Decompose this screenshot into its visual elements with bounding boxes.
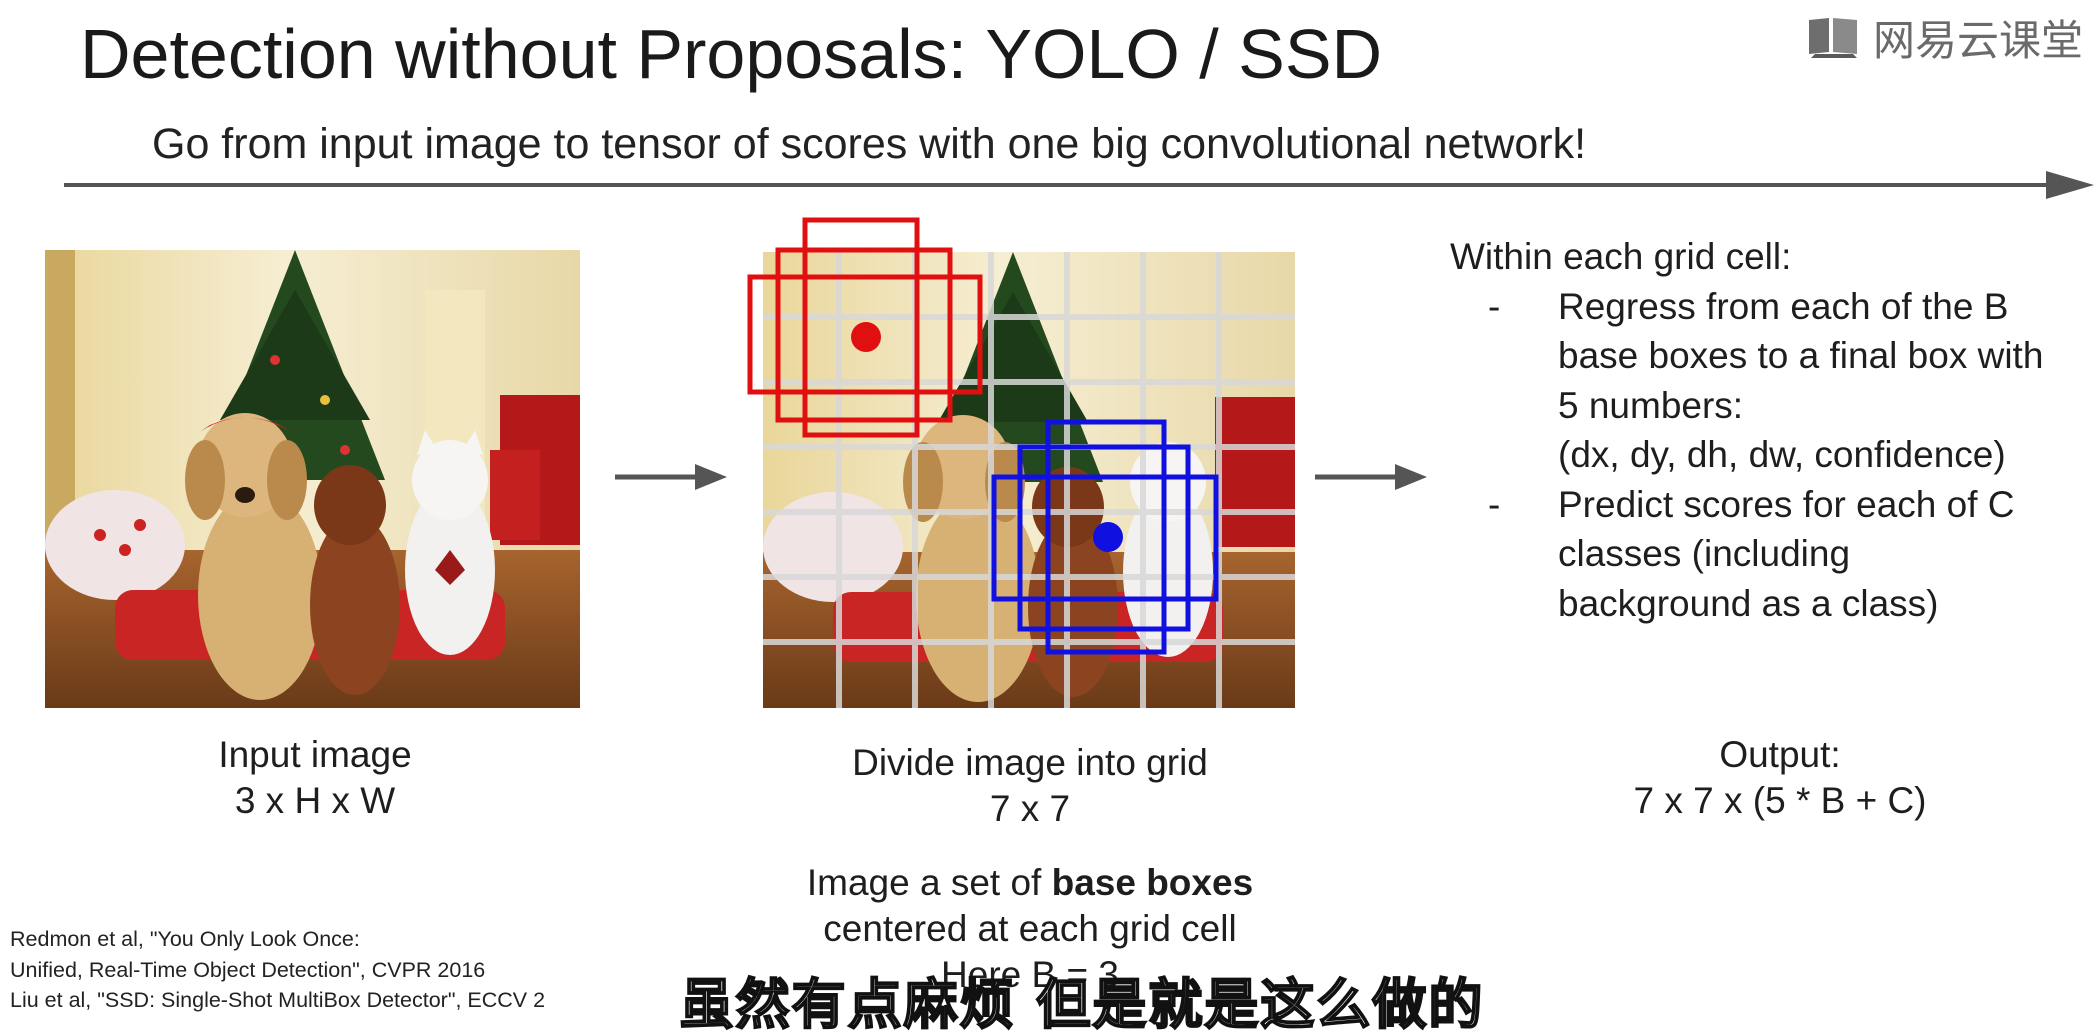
references: Redmon et al, "You Only Look Once: Unifi… xyxy=(10,924,545,1016)
input-image-photo xyxy=(45,250,580,708)
bullet-dash: - xyxy=(1488,285,1501,327)
base-caption-bold: base boxes xyxy=(1051,862,1254,903)
grid-cell-description: Within each grid cell: - Regress from ea… xyxy=(1450,232,2043,628)
base-boxes-overlay xyxy=(747,217,1219,655)
slide-title: Detection without Proposals: YOLO / SSD xyxy=(80,15,1383,93)
watermark-text: 网易云课堂 xyxy=(1873,16,2084,64)
slide-subtitle: Go from input image to tensor of scores … xyxy=(152,120,1587,168)
blue-base-boxes xyxy=(1045,419,1167,655)
output-formula: 7 x 7 x (5 * B + C) xyxy=(1633,780,1927,821)
grid-caption-line1: Divide image into grid xyxy=(852,742,1208,783)
red-cell-center xyxy=(851,322,881,352)
output-caption: Output: 7 x 7 x (5 * B + C) xyxy=(1570,732,1990,824)
dogs-and-cat-scene-gridded xyxy=(763,252,1295,708)
watermark-logo: 网易云课堂 xyxy=(1805,12,2083,64)
bullet2-line3: background as a class) xyxy=(1558,582,1939,624)
grid-caption-line2: 7 x 7 xyxy=(989,788,1071,829)
bullet-regress: - Regress from each of the B base boxes … xyxy=(1450,282,2043,480)
reference-line: Liu et al, "SSD: Single-Shot MultiBox De… xyxy=(10,988,546,1012)
base-caption-line2: centered at each grid cell xyxy=(823,908,1237,949)
arrow-to-output xyxy=(1315,464,1427,490)
output-label: Output: xyxy=(1719,734,1841,775)
dogs-and-cat-scene xyxy=(45,250,580,708)
grid-image-photo xyxy=(763,252,1295,708)
input-caption-line1: Input image xyxy=(218,734,412,775)
grid-lines xyxy=(763,252,1295,708)
bullet1-line4: (dx, dy, dh, dw, confidence) xyxy=(1558,434,2006,475)
bullet2-line2: classes (including xyxy=(1558,533,1851,574)
input-caption: Input image 3 x H x W xyxy=(170,732,460,824)
pipeline-arrow xyxy=(64,171,2094,199)
bullet-predict: - Predict scores for each of C classes (… xyxy=(1450,480,2043,629)
blue-cell-center xyxy=(1093,522,1123,552)
reference-line: Redmon et al, "You Only Look Once: xyxy=(10,927,360,951)
red-base-boxes xyxy=(747,217,983,438)
within-cell-heading: Within each grid cell: xyxy=(1450,236,1792,277)
bullet1-line2: base boxes to a final box with xyxy=(1558,335,2044,376)
video-subtitle: 虽然有点麻烦 但是就是这么做的 xyxy=(679,973,1485,1036)
grid-caption: Divide image into grid 7 x 7 xyxy=(790,740,1270,832)
base-caption-prefix: Image a set of xyxy=(806,862,1052,903)
reference-line: Unified, Real-Time Object Detection", CV… xyxy=(10,957,486,982)
book-icon xyxy=(1809,18,1857,58)
bullet1-line1: Regress from each of the B xyxy=(1558,285,2009,327)
bullet2-line1: Predict scores for each of C xyxy=(1558,483,2015,525)
arrow-to-grid xyxy=(615,464,727,490)
base-boxes-caption: Image a set of base boxes centered at ea… xyxy=(740,860,1320,998)
base-caption-line1: Image a set of base boxes xyxy=(740,860,1320,906)
bullet1-line3: 5 numbers: xyxy=(1558,384,1744,426)
input-caption-line2: 3 x H x W xyxy=(234,780,396,821)
base-caption-line3: Here B = 3 xyxy=(941,954,1119,995)
bullet-dash: - xyxy=(1488,483,1501,525)
